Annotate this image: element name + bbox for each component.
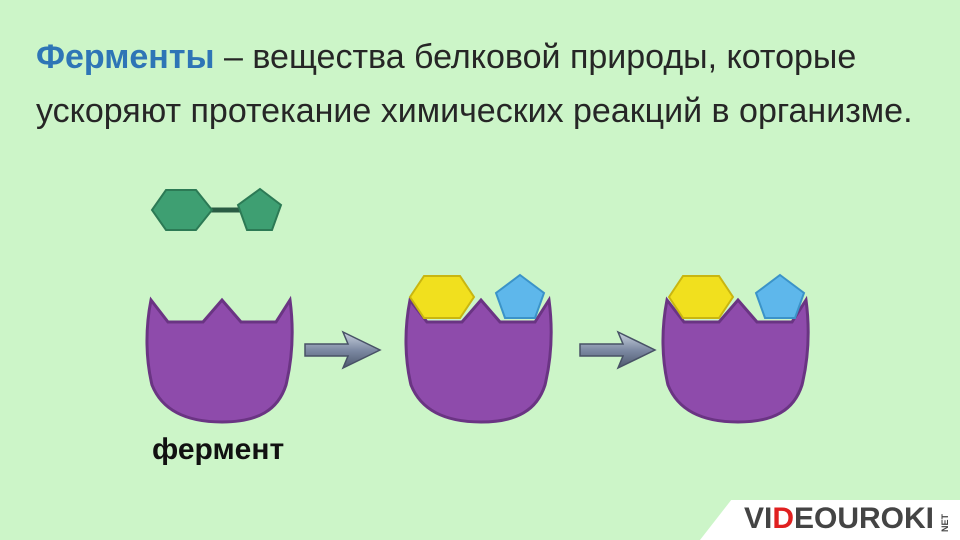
videouroki-logo: VIDEOUROKI NET: [700, 500, 960, 540]
substrate-molecule: [150, 187, 283, 231]
substrate-pentagon: [236, 187, 283, 231]
enzyme-free: [145, 295, 294, 424]
blue-pentagon-product: [754, 273, 806, 319]
yellow-hexagon-product: [667, 275, 735, 319]
enzyme-products: [661, 273, 810, 424]
enzyme-label: фермент: [152, 433, 285, 466]
arrow-2: [579, 330, 657, 370]
enzyme-substrate-complex: [404, 273, 553, 424]
yellow-hexagon: [408, 275, 476, 319]
definition-body: – вещества белковой природы, которые уск…: [36, 38, 913, 130]
blue-pentagon: [494, 273, 546, 319]
definition-term: Ферменты: [36, 38, 215, 76]
arrow-1: [304, 330, 382, 370]
substrate-hexagon: [150, 189, 214, 231]
definition-text: Ферменты – вещества белковой природы, ко…: [36, 30, 936, 138]
